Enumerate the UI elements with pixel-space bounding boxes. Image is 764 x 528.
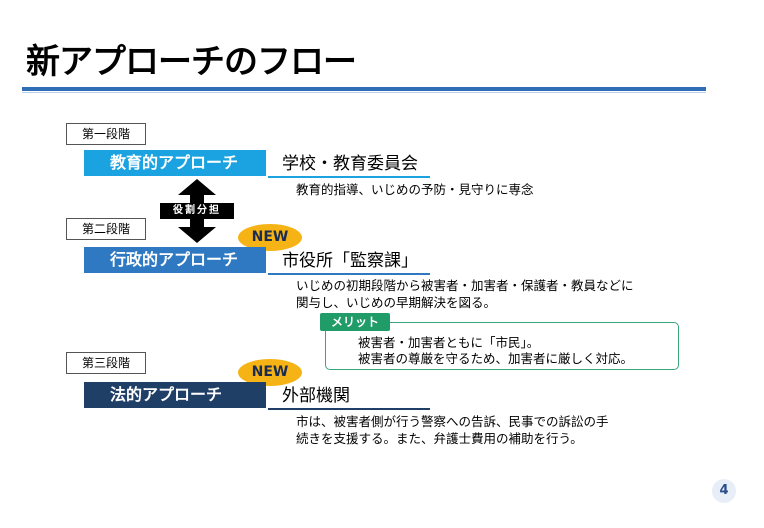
merit-line-1: 被害者・加害者ともに「市民」。 — [358, 335, 540, 350]
stage-3-description-line-2: 続きを支援する。また、弁護士費用の補助を行う。 — [296, 431, 583, 446]
stage-2-label: 第二段階 — [66, 218, 146, 240]
stage-1-description: 教育的指導、いじめの予防・見守りに専念 — [296, 182, 534, 197]
merit-line-2: 被害者の尊厳を守るため、加害者に厳しく対応。 — [358, 351, 634, 366]
stage-3-description-line-1: 市は、被害者側が行う警察への告訴、民事での訴訟の手 — [296, 414, 609, 429]
merit-tab: メリット — [320, 313, 390, 331]
stage-2-approach: 行政的アプローチ — [84, 247, 266, 273]
stage-1-approach: 教育的アプローチ — [84, 150, 266, 176]
slide-title: 新アプローチのフロー — [26, 42, 357, 82]
stage-1-underline — [268, 176, 430, 178]
stage-3-organization: 外部機関 — [282, 386, 350, 406]
stage-2-description-line-1: いじめの初期段階から被害者・加害者・保護者・教員などに — [296, 278, 634, 293]
title-underline — [22, 87, 706, 91]
page-number: 4 — [712, 479, 736, 503]
role-split-label: 役割分担 — [160, 203, 234, 219]
stage-2-description-line-2: 関与し、いじめの早期解決を図る。 — [296, 295, 497, 310]
stage-2-new-badge: NEW — [238, 224, 302, 251]
stage-3-new-badge: NEW — [238, 359, 302, 386]
title-underline-shadow — [22, 92, 706, 93]
stage-2-organization: 市役所「監察課」 — [282, 251, 418, 271]
stage-1-organization: 学校・教育委員会 — [282, 154, 418, 174]
stage-3-underline — [268, 408, 430, 410]
stage-1-label: 第一段階 — [66, 123, 146, 145]
stage-3-label: 第三段階 — [66, 352, 146, 374]
stage-2-underline — [268, 273, 430, 275]
stage-3-approach: 法的アプローチ — [84, 382, 266, 408]
